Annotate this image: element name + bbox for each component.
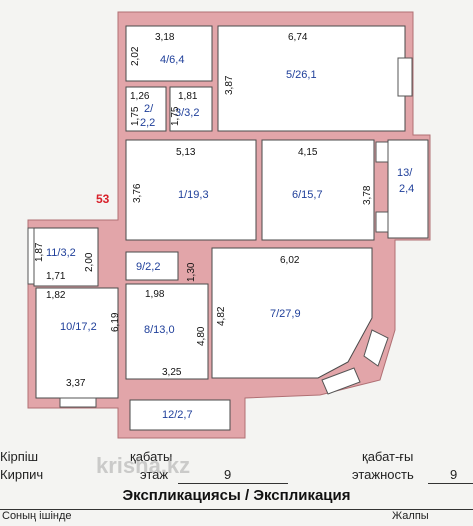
dim-r9-height: 1,30 [186,262,197,282]
table-hint: Соның ішінде [2,510,72,522]
dim-r10-height: 6,19 [110,312,121,332]
dim-r7-height: 4,82 [216,306,227,326]
room-label-8: 8/13,0 [144,324,175,336]
floors-kz: қабат-ғы [362,449,414,464]
dim-r8-bottom: 3,25 [162,367,182,378]
room-label-5: 5/26,1 [286,69,317,81]
dim-r10-top: 1,82 [46,290,66,301]
room-8 [125,283,209,380]
floors-value: 9 [450,467,458,482]
room-label-3: 3/3,2 [175,107,199,119]
room-label-12: 12/2,7 [162,409,193,421]
dim-r1-height: 3,76 [132,183,143,203]
room-label-13-line1: 13/ [397,167,413,179]
dim-r11-width: 1,71 [46,271,66,282]
room-label-10: 10/17,2 [60,321,97,333]
dim-r10-width: 3,37 [66,378,86,389]
watermark: krisha.kz [96,453,191,478]
marker-53: 53 [96,192,110,206]
table-right: Жалпы [392,510,429,522]
material-ru: Кирпич [0,467,44,482]
room-4 [125,25,213,82]
dim-r8-height: 4,80 [196,326,207,346]
room-13 [387,139,429,239]
window [363,329,389,367]
room-label-2-line2: 2,2 [140,117,155,129]
dim-r11-height: 1,87 [34,242,45,262]
window [397,57,413,97]
room-6 [261,139,375,241]
material-kz: Кірпіш [0,449,39,464]
window [27,227,35,285]
dim-r6-width: 4,15 [298,147,318,158]
dim-r2-width: 1,26 [130,91,150,102]
room-1 [125,139,257,241]
room-label-1: 1/19,3 [178,189,209,201]
room-label-7: 7/27,9 [270,308,301,320]
dim-r11-right: 2,00 [84,252,95,272]
dim-r5-height: 3,87 [224,75,235,95]
floors-ru: этажность [352,467,414,482]
dim-r3-width: 1,81 [178,91,198,102]
room-5 [217,25,406,132]
floor-kz: қабаты [130,449,173,464]
explication-table-header: Соның ішінде Жалпы [0,509,473,526]
room-3 [169,86,213,132]
footer: Кірпіш Кирпич қабаты этаж 9 қабат-ғы эта… [0,445,473,525]
room-label-4: 4/6,4 [160,54,184,66]
room-label-13-line2: 2,4 [399,183,414,195]
room-7 [211,247,373,379]
dim-r6-height: 3,78 [362,185,373,205]
dim-r4-height: 2,02 [130,46,141,66]
dim-r1-width: 5,13 [176,147,196,158]
dim-r7-width: 6,02 [280,255,300,266]
floor-plan: 4/6,4 5/26,1 3/3,2 1/19,3 6/15,7 11/3,2 … [27,11,431,439]
room-2 [125,86,167,132]
room-10 [35,287,119,399]
room-label-2-line1: 2/ [144,103,154,115]
dim-r8-width: 1,98 [145,289,165,300]
room-label-11: 11/3,2 [46,247,76,259]
floor-underline [178,483,288,484]
window [59,397,97,408]
dim-r5-width: 6,74 [288,32,308,43]
room-12 [129,399,231,431]
window [375,211,389,233]
dim-r3-height: 1,75 [170,106,181,126]
floor-ru: этаж [140,467,169,482]
floors-underline [428,483,473,484]
window [321,367,361,395]
floor-value: 9 [224,467,232,482]
explication-title: Экспликациясы / Экспликация [122,487,351,504]
room-label-9: 9/2,2 [136,261,160,273]
window [375,141,389,163]
dim-r2-height: 1,75 [130,106,141,126]
room-9 [125,251,179,281]
room-11 [33,227,99,287]
room-label-6: 6/15,7 [292,189,323,201]
dim-r4-width: 3,18 [155,32,175,43]
